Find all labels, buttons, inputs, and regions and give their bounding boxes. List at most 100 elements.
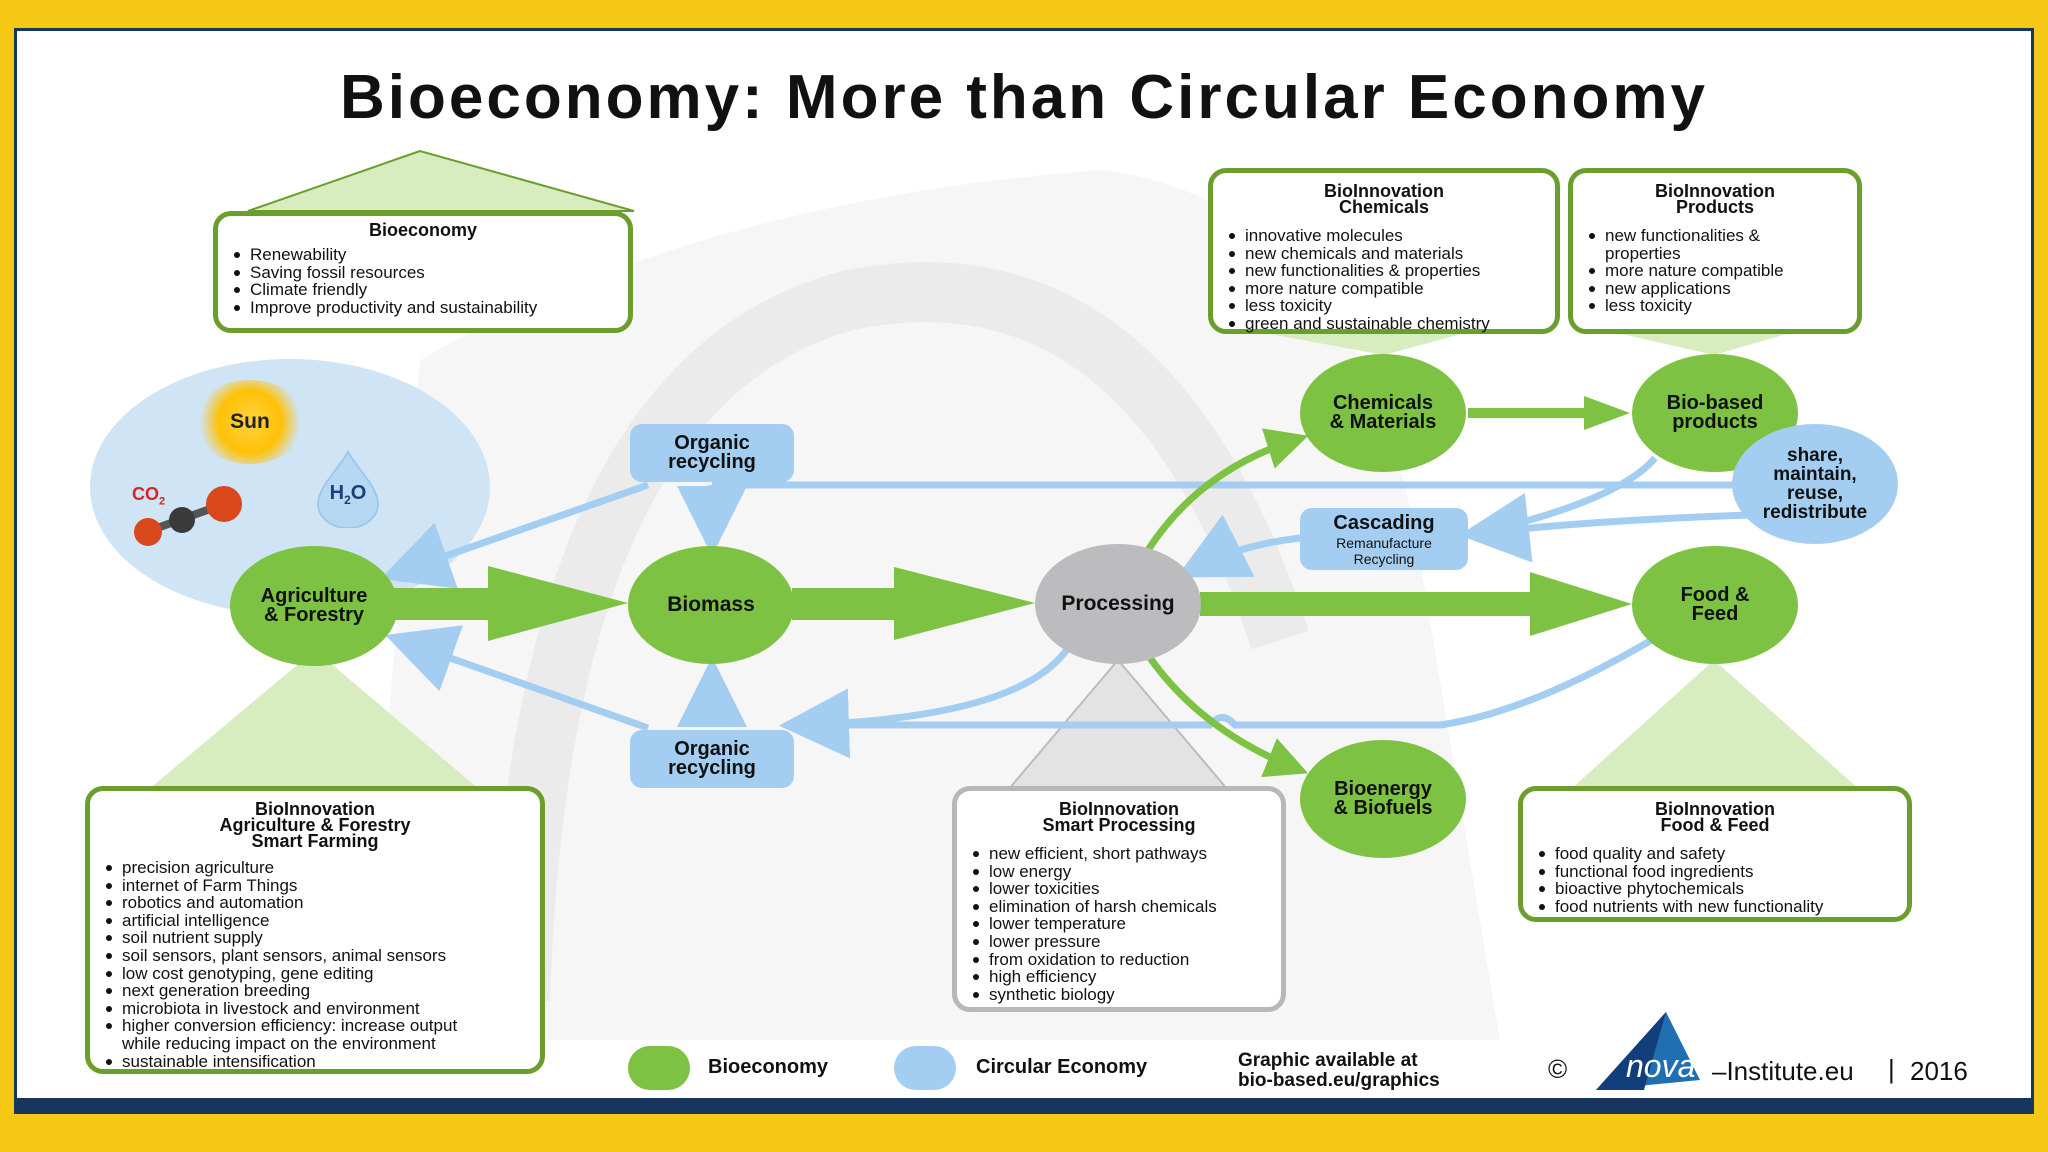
bioeconomy-box: Bioeconomy Renewability Saving fossil re… [213,211,633,333]
label-line: Bioenergy [1334,778,1432,800]
bioenergy-biofuels-label: Bioenergy& Biofuels [1333,778,1433,819]
label-line: Agriculture [260,585,368,607]
title-line: Food & Feed [1660,815,1770,835]
title-line: BioInnovation [1059,799,1179,819]
label-line: redistribute [1762,502,1868,523]
blue-arrow-biobased-to-share [1479,455,1658,537]
sun-label: Sun [230,410,270,433]
list-item: from oxidation to reduction [973,950,1267,969]
organic-recycling-bottom-label: Organic recycling [630,730,794,788]
biomass-label: Biomass [667,593,755,616]
list-item: food nutrients with new functionality [1539,898,1893,916]
agriculture-funnel [148,650,480,790]
label-line: recycling [668,757,756,779]
institute-text: –Institute.eu [1712,1056,1854,1086]
processing-node: Processing [1035,544,1201,664]
blue-arrow-food-loop [800,634,1657,729]
blue-arrow-to-agri-bottom [385,625,650,732]
list-item: artificial intelligence [106,912,526,930]
list-item: new functionalities & [1589,227,1843,245]
bioeconomy-box-title: Bioeconomy [368,220,478,240]
label-line: Organic [674,738,750,760]
green-arrow-biomass-processing [792,567,1035,640]
co2-molecule-icon [134,486,242,546]
list-item: lower temperature [973,915,1267,933]
legend-circular-swatch [894,1046,956,1090]
list-item: Renewability [234,246,614,264]
list-item: food quality and safety [1539,845,1893,863]
green-arrow-processing-bioenergy [1145,653,1308,778]
list-item: microbiota in livestock and environment [106,1000,526,1018]
water-drop-icon: H2O [308,448,388,529]
list-item: soil nutrient supply [106,929,526,947]
h2o-o: O [350,482,367,504]
page-title: Bioeconomy: More than Circular Economy [340,63,1708,132]
list-item-continuation: while reducing impact on the environment [122,1033,436,1053]
food-feed-node: Food &Feed [1632,546,1798,664]
title-line: Chemicals [1338,197,1430,217]
green-arrow-processing-chemicals [1145,428,1309,552]
label-line: & Biofuels [1333,797,1433,819]
chemicals-materials-node: Chemicals& Materials [1300,354,1466,472]
blue-arrow-to-agri-top [380,481,650,589]
list-item: next generation breeding [106,982,526,1000]
title-line: Smart Farming [251,831,379,851]
list-item: elimination of harsh chemicals [973,898,1267,916]
chemicals-materials-label: Chemicals& Materials [1330,393,1437,432]
watermark-arc [490,262,1309,1001]
list-item: lower pressure [973,933,1267,951]
list-item: sustainable intensification [106,1052,526,1071]
co2-label: CO2 [132,484,165,508]
share-reuse-label: share,maintain,reuse,redistribute [1763,446,1868,522]
list-item: bioactive phytochemicals [1539,880,1893,898]
list-item: high efficiency [973,968,1267,986]
list-item: less toxicity [1589,297,1843,315]
label-line: Bio-based [1666,392,1764,414]
h2o-label: H2O [308,482,388,507]
label-line: Feed [1691,603,1739,625]
sun-icon: Sun [194,380,306,464]
nova-logo-icon [1596,1012,1700,1090]
h2o-subscript: 2 [344,493,351,507]
cascading-title: Cascading [1333,511,1435,534]
blue-arrow-share-to-cascading [1459,492,1751,563]
list-item: Saving fossil resources [234,263,614,282]
list-item: synthetic biology [973,986,1267,1004]
label-line: reuse, [1787,483,1843,504]
nova-logo-text: nova [1626,1048,1696,1084]
list-item: internet of Farm Things [106,876,526,895]
list-item: more nature compatible [1589,262,1843,280]
h2o-h: H [329,482,345,504]
list-item: new chemicals and materials [1229,244,1541,263]
label-line: Food & [1680,584,1750,606]
graphic-availability-line2: bio-based.eu/graphics [1238,1070,1440,1091]
title-line: Agriculture & Forestry [219,815,411,835]
chemicals-funnel [1248,330,1476,355]
footer-separator: | [1888,1054,1895,1084]
label-line: share, [1787,445,1843,466]
list-item: low cost genotyping, gene editing [106,964,526,983]
title-line: Products [1675,197,1754,217]
agriculture-forestry-label: Agriculture& Forestry [260,585,368,625]
list-item: Improve productivity and sustainability [234,299,614,317]
list-item: lower toxicities [973,880,1267,898]
co2-subscript: 2 [159,495,166,508]
label-line: maintain, [1773,464,1857,485]
biobased-funnel [1604,330,1800,355]
list-item: precision agriculture [106,859,526,877]
list-item: low energy [973,862,1267,881]
list-item: soil sensors, plant sensors, animal sens… [106,947,526,965]
green-arrow-chemicals-biobased [1468,396,1630,430]
list-item: properties [1605,243,1681,263]
list-item: new efficient, short pathways [973,845,1267,863]
share-reuse-node: share,maintain,reuse,redistribute [1732,424,1898,544]
list-item: innovative molecules [1229,227,1541,245]
label-line: recycling [668,451,756,473]
title-line: BioInnovation [1655,799,1775,819]
